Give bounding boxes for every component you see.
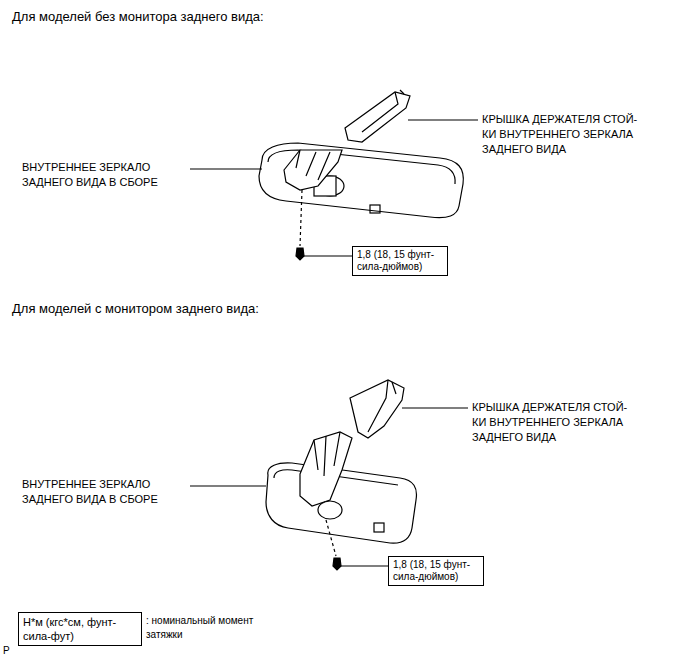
mounting-cover (368, 380, 396, 432)
mirror-body (259, 143, 463, 218)
legend-box: Н*м (кгс*см, фунт-сила-фут) (18, 612, 142, 646)
section-heading: Для моделей без монитора заднего вида: (12, 8, 412, 26)
torque-box: 1,8 (18, 15 фунт-сила-дюймов) (388, 556, 484, 586)
torque-text: 1,8 (18, 15 фунт-сила-дюймов) (357, 249, 443, 273)
mounting-cover (350, 380, 404, 438)
part-name: ВНУТРЕННЕЕ ЗЕРКАЛО ЗАДНЕГО ВИДА В СБОРЕ (22, 160, 172, 190)
leader-line (190, 168, 262, 169)
leader-line (304, 255, 352, 256)
leader-line (341, 565, 388, 566)
part-name: ВНУТРЕННЕЕ ЗЕРКАЛО ЗАДНЕГО ВИДА В СБОРЕ (22, 477, 172, 507)
mirror-body (266, 463, 416, 543)
section-heading: Для моделей с монитором заднего вида: (12, 300, 412, 318)
mirror-switch (374, 523, 384, 532)
mirror-stem (318, 501, 342, 519)
leader-line (402, 407, 468, 408)
legend-note: : номинальный момент затяжки (146, 614, 256, 642)
torque-text: Н*м (кгс*см, фунт-сила-фут) (23, 615, 137, 643)
screw (333, 558, 341, 570)
mirror-bracket (284, 150, 342, 190)
torque-text: 1,8 (18, 15 фунт-сила-дюймов) (393, 559, 479, 583)
mirror-bracket (314, 432, 340, 476)
mirror-switch (370, 205, 380, 213)
guide-line (300, 190, 302, 246)
leader-line (190, 485, 266, 486)
part-name: КРЫШКА ДЕРЖАТЕЛЯ СТОЙ- КИ ВНУТРЕННЕГО ЗЕ… (472, 400, 644, 445)
screw (296, 248, 304, 260)
part-name: КРЫШКА ДЕРЖАТЕЛЯ СТОЙ- КИ ВНУТРЕННЕГО ЗЕ… (482, 112, 654, 157)
mounting-cover (362, 90, 404, 132)
leader-line (408, 119, 478, 120)
mirror-bracket (296, 150, 330, 180)
torque-box: 1,8 (18, 15 фунт-сила-дюймов) (352, 246, 448, 276)
guide-line (326, 520, 336, 556)
mirror-bracket (300, 432, 352, 506)
page-mark: P (3, 644, 17, 658)
mounting-cover (345, 92, 410, 142)
